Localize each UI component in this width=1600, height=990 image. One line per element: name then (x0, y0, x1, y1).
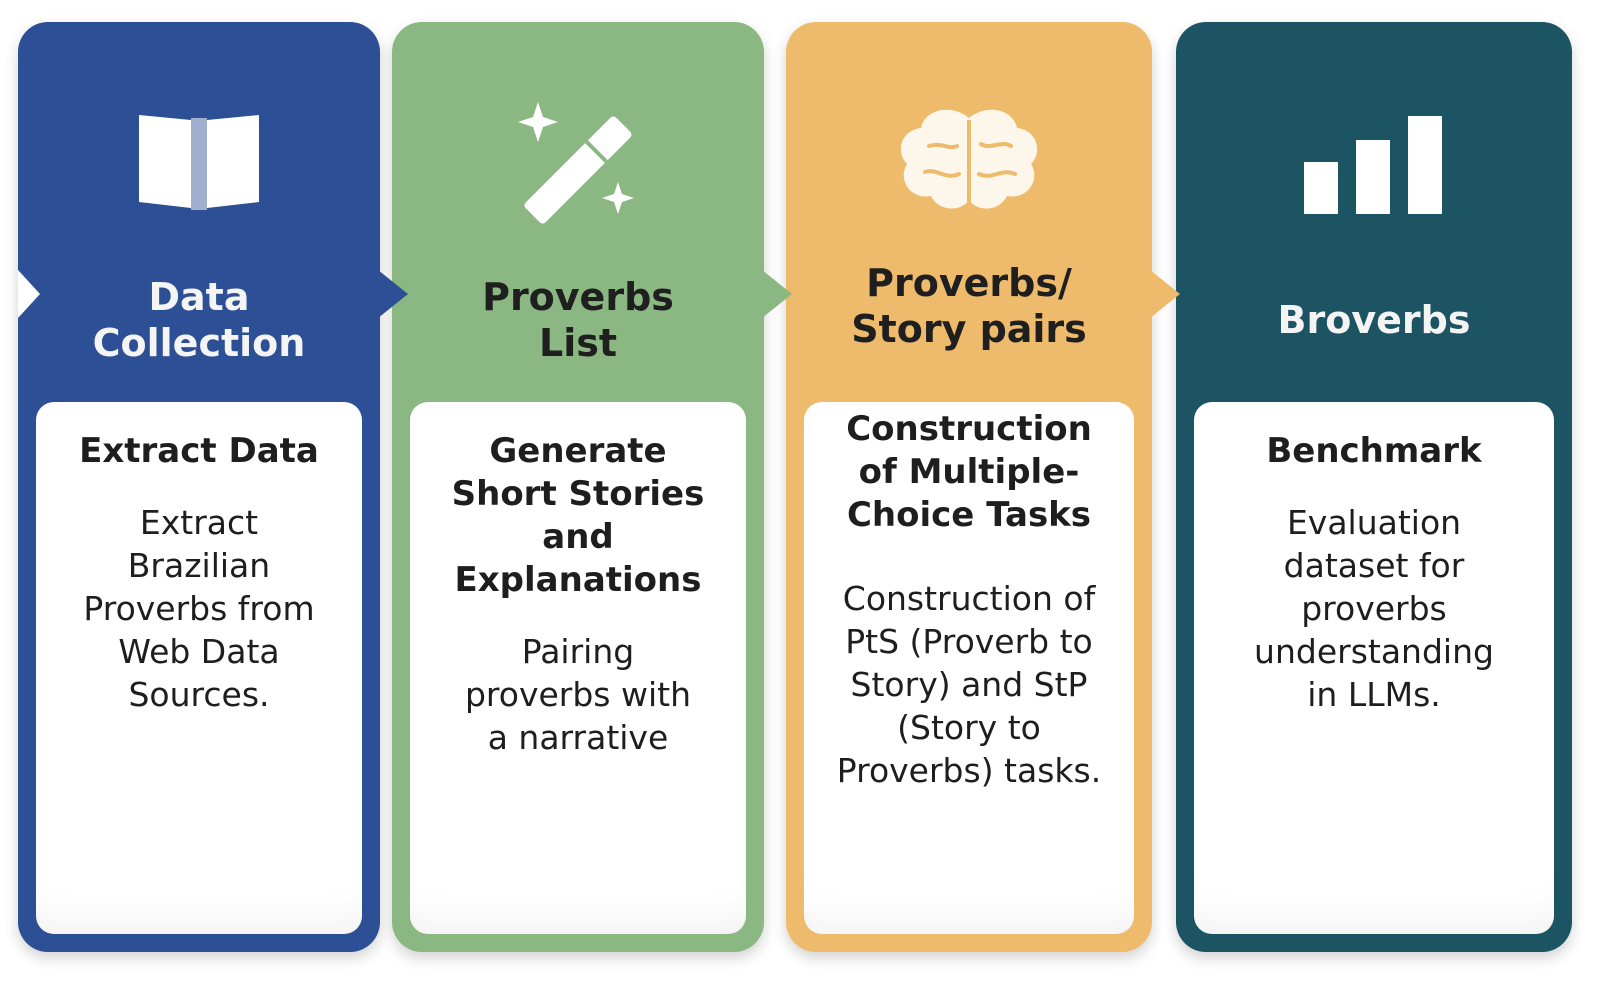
start-notch (18, 270, 40, 318)
card-description: Construction of PtS (Proverb to Story) a… (836, 579, 1102, 790)
brain-icon (869, 90, 1069, 240)
stage-proverbs-list: Proverbs List Generate Short Stories and… (392, 22, 764, 952)
arrow-right-icon (1150, 270, 1180, 318)
stage-header: Data Collection (92, 275, 306, 365)
stage-proverb-story-pairs: Proverbs/ Story pairs Construction of Mu… (786, 22, 1152, 952)
stage-card: Extract Data Extract Brazilian Proverbs … (36, 402, 362, 934)
card-description: Extract Brazilian Proverbs from Web Data… (83, 503, 315, 714)
card-description: Evaluation dataset for proverbs understa… (1254, 503, 1494, 714)
stage-data-collection: Data Collection Extract Data Extract Bra… (18, 22, 380, 952)
magic-wand-icon (478, 90, 678, 240)
card-title: Extract Data (79, 431, 319, 471)
open-book-icon (99, 90, 299, 240)
stage-header: Broverbs (1277, 298, 1471, 342)
card-description: Pairing proverbs with a narrative (464, 632, 692, 757)
card-title: Generate Short Stories and Explanations (451, 431, 705, 600)
stage-card: Benchmark Evaluation dataset for proverb… (1194, 402, 1554, 934)
stage-header: Proverbs/ Story pairs (851, 261, 1087, 351)
bar-chart-icon (1274, 90, 1474, 240)
arrow-right-icon (762, 270, 792, 318)
card-title: Construction of Multiple- Choice Tasks (846, 409, 1092, 535)
arrow-right-icon (378, 270, 408, 318)
stage-card: Construction of Multiple- Choice Tasks C… (804, 402, 1134, 934)
card-title: Benchmark (1266, 431, 1482, 471)
stage-card: Generate Short Stories and Explanations … (410, 402, 746, 934)
stage-header: Proverbs List (482, 275, 674, 365)
stage-broverbs: Broverbs Benchmark Evaluation dataset fo… (1176, 22, 1572, 952)
